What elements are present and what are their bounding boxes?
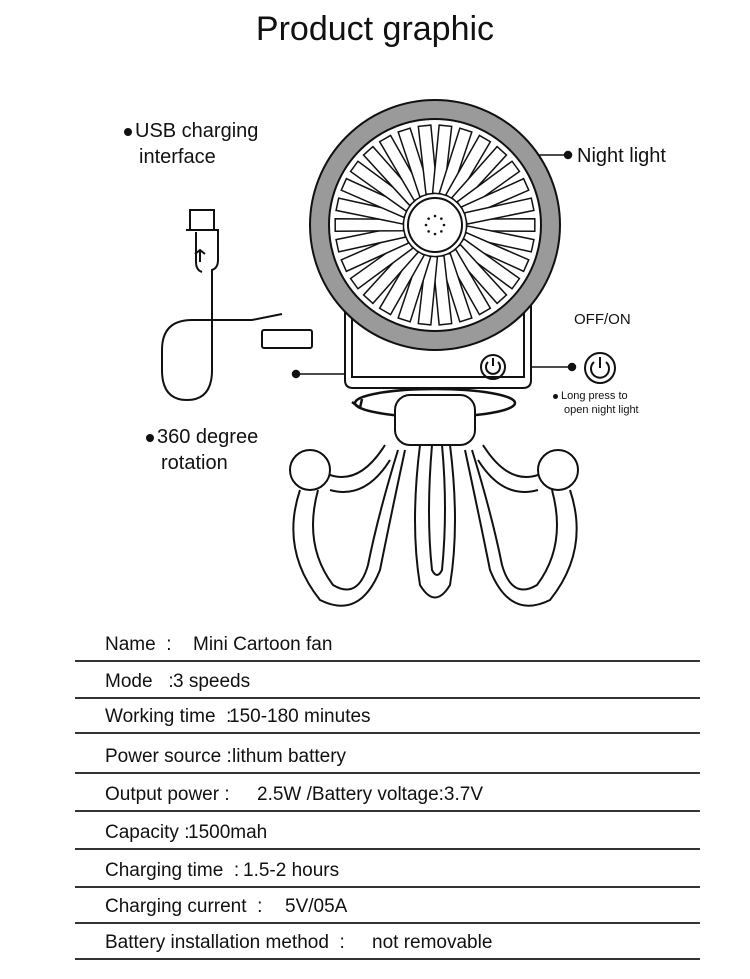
power-icon (584, 352, 616, 384)
hub-dot (433, 232, 437, 236)
page-title: Product graphic (255, 10, 495, 48)
hub-dot (440, 217, 443, 220)
usb-cable-icon (161, 209, 313, 402)
spec-value: 150-180 minutes (229, 706, 371, 727)
hub-dot (427, 230, 430, 233)
spec-label: Charging time : (105, 860, 240, 881)
spec-label: Power source : (105, 746, 232, 767)
usb-charging-label: USB charging interface (124, 118, 258, 170)
spec-value: 3 speeds (173, 671, 251, 692)
spec-value: 1.5-2 hours (243, 860, 340, 881)
spec-label: Working time : (105, 706, 232, 727)
spec-value: Mini Cartoon fan (193, 634, 333, 655)
bullet-icon (146, 433, 154, 442)
spec-row: Power source :lithum battery (75, 734, 700, 774)
spec-value: not removable (372, 932, 493, 953)
spec-row: Working time :150-180 minutes (75, 699, 700, 734)
spec-row: Mode :3 speeds (75, 662, 700, 699)
spec-row: Name : Mini Cartoon fan (75, 620, 700, 662)
hub-dot (442, 223, 446, 227)
spec-label: Charging current : (105, 896, 263, 917)
spec-label: Battery installation method : (105, 932, 345, 953)
spec-value: lithum battery (232, 746, 347, 767)
long-press-note: Long press to open night light (553, 389, 639, 417)
spec-label: Capacity : (105, 822, 190, 843)
spec-value: 2.5W /Battery voltage:3.7V (257, 784, 484, 805)
off-on-label: OFF/ON (574, 311, 631, 328)
spec-row: Charging time :1.5-2 hours (75, 850, 700, 888)
spec-row: Charging current : 5V/05A (75, 888, 700, 924)
hub-dot (433, 214, 437, 218)
fan-head (309, 99, 561, 389)
hub-dot (440, 230, 443, 233)
spec-label: Output power : (105, 784, 230, 805)
spec-value: 5V/05A (285, 896, 348, 917)
rotation-label: 360 degree rotation (146, 424, 258, 476)
spec-label: Name : (105, 634, 172, 655)
tripod-legs (289, 394, 579, 607)
bullet-icon (124, 127, 132, 136)
spec-row: Capacity :1500mah (75, 812, 700, 850)
night-light-label: Night light (577, 145, 666, 167)
bullet-icon (553, 393, 558, 399)
power-icon-on-fan (480, 354, 506, 380)
spec-row: Battery installation method : not removab… (75, 924, 700, 960)
hub-dot (424, 223, 428, 227)
fan-diagram (161, 99, 616, 607)
fan-blade (463, 197, 535, 225)
spec-row: Output power : 2.5W /Battery voltage:3.7V (75, 774, 700, 812)
hub-dot (427, 217, 430, 220)
spec-value: 1500mah (188, 822, 268, 843)
spec-label: Mode : (105, 671, 174, 692)
